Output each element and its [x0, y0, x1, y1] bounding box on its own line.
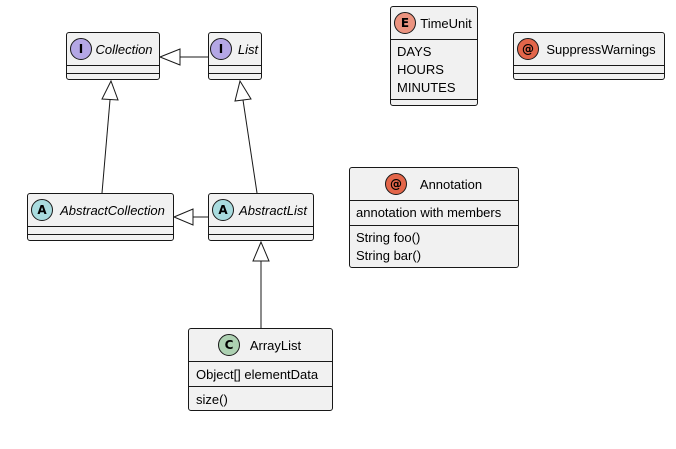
node-title: AbstractList [239, 202, 307, 218]
field-text: Object[] elementData [196, 367, 319, 382]
divider [189, 361, 332, 362]
method-text: String bar() [356, 248, 422, 263]
method-text: size() [196, 392, 228, 407]
divider [514, 73, 664, 74]
abstract-badge-icon: A [31, 199, 53, 221]
node-title: AbstractCollection [60, 202, 165, 218]
annotation-badge-icon: @ [517, 38, 539, 60]
annotation-badge-icon: @ [385, 173, 407, 195]
divider [67, 73, 159, 74]
node-title: TimeUnit [420, 15, 472, 31]
edge-arrowhead [158, 48, 181, 66]
abstractcollection-node[interactable]: A AbstractCollection [27, 193, 174, 241]
divider [28, 234, 173, 235]
divider [209, 65, 261, 66]
divider [209, 73, 261, 74]
node-title: Annotation [419, 176, 483, 192]
enum-badge-icon: E [394, 12, 416, 34]
edge-arrowhead [101, 79, 119, 101]
interface-badge-icon: I [70, 38, 92, 60]
edge-abstractcollection-implements-collection [101, 99, 111, 194]
divider [514, 65, 664, 66]
node-title: List [237, 41, 259, 57]
edge-abstractlist-implements-list [242, 99, 258, 194]
suppresswarnings-annotation-node[interactable]: @ SuppressWarnings [513, 32, 665, 80]
interface-badge-icon: I [210, 38, 232, 60]
divider [350, 225, 518, 226]
divider [209, 226, 313, 227]
enum-value-text: MINUTES [397, 80, 456, 95]
node-title: Collection [95, 41, 153, 57]
method-text: String foo() [356, 230, 421, 245]
class-badge-icon: C [218, 334, 240, 356]
timeunit-enum-node[interactable]: E TimeUnit DAYS HOURS MINUTES [390, 6, 478, 106]
edge-arrowhead [234, 79, 252, 102]
divider [209, 234, 313, 235]
divider [350, 200, 518, 201]
divider [28, 226, 173, 227]
abstractlist-node[interactable]: A AbstractList [208, 193, 314, 241]
divider [391, 99, 477, 100]
divider [391, 39, 477, 40]
edge-arrowhead [172, 208, 194, 226]
arraylist-class-node[interactable]: C ArrayList Object[] elementData size() [188, 328, 333, 411]
enum-value-text: DAYS [397, 44, 432, 59]
node-title: ArrayList [249, 337, 302, 353]
annotation-node[interactable]: @ Annotation annotation with members Str… [349, 167, 519, 268]
enum-value-text: HOURS [397, 62, 444, 77]
node-title: SuppressWarnings [546, 41, 656, 57]
edge-arrowhead [252, 240, 270, 262]
list-interface-node[interactable]: I List [208, 32, 262, 80]
collection-interface-node[interactable]: I Collection [66, 32, 160, 80]
field-text: annotation with members [356, 205, 502, 220]
divider [189, 386, 332, 387]
divider [67, 65, 159, 66]
abstract-badge-icon: A [212, 199, 234, 221]
